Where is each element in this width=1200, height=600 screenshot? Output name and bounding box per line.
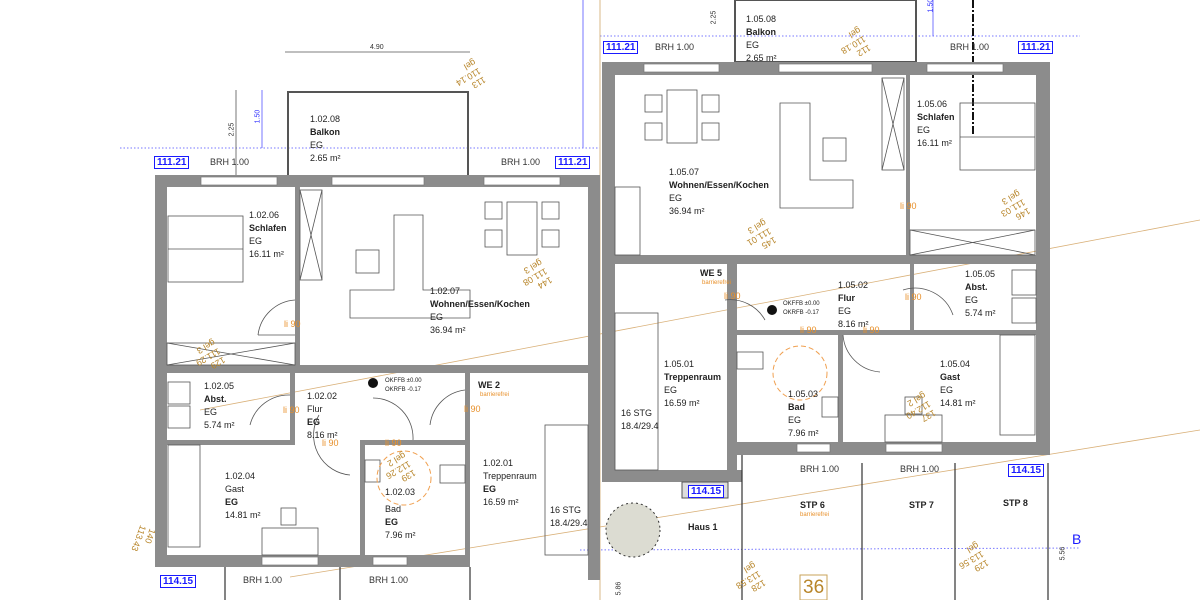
terrain-line bbox=[199, 219, 1200, 411]
elevation-marker: 111.21 bbox=[603, 41, 639, 54]
floor-reference: OKRFB -0.17 bbox=[783, 310, 820, 316]
floor-reference: OKFFB ±0.00 bbox=[385, 378, 422, 384]
building-label: Haus 1 bbox=[688, 522, 718, 532]
house-number: 36 bbox=[803, 577, 825, 598]
dimension-label: 2.25 bbox=[710, 10, 718, 25]
door-label: li 90 bbox=[284, 319, 301, 329]
sill-height: BRH 1.00 bbox=[210, 157, 250, 167]
house-number-box bbox=[799, 574, 828, 600]
windows-right bbox=[643, 63, 1004, 453]
dimension-label: 1.50 bbox=[254, 109, 262, 124]
unit-label: WE 2 bbox=[478, 380, 501, 390]
sill-height: BRH 1.00 bbox=[243, 575, 283, 585]
windows-left bbox=[200, 176, 561, 566]
unit-note: barrierefrei bbox=[480, 392, 510, 398]
sill-height: BRH 1.00 bbox=[800, 464, 840, 474]
door-label: li 90 bbox=[385, 438, 402, 448]
sill-height: BRH 1.00 bbox=[369, 575, 409, 585]
parking-note: barrierefrei bbox=[800, 512, 830, 518]
parking-dividers bbox=[224, 455, 1049, 600]
unit-note: barrierefrei bbox=[702, 280, 732, 286]
tree-icon bbox=[605, 502, 661, 558]
dimension-label: 2.25 bbox=[228, 122, 236, 137]
edge-label: B bbox=[1072, 531, 1082, 547]
dimension-label: 1.50 bbox=[927, 0, 935, 13]
floor-reference: OKRFB -0.17 bbox=[385, 387, 422, 393]
door-label: li 90 bbox=[800, 325, 817, 335]
elevation-marker: 114.15 bbox=[688, 485, 725, 498]
sill-height: BRH 1.00 bbox=[501, 157, 541, 167]
unit-label: WE 5 bbox=[700, 268, 723, 278]
elevation-marker: 114.15 bbox=[160, 575, 197, 588]
parking-label: STP 6 bbox=[800, 500, 825, 510]
door-label: li 90 bbox=[283, 405, 300, 415]
door-label: li 90 bbox=[863, 325, 880, 335]
floor-reference: OKFFB ±0.00 bbox=[783, 301, 820, 307]
dimension-label: 5.56 bbox=[1059, 546, 1067, 561]
reference-point-icon bbox=[368, 378, 378, 388]
parking-label: STP 7 bbox=[909, 500, 934, 510]
furniture bbox=[166, 77, 1037, 556]
sill-height: BRH 1.00 bbox=[950, 42, 990, 52]
elevation-marker: 111.21 bbox=[1018, 41, 1054, 54]
turning-circle bbox=[772, 345, 828, 401]
sill-height: BRH 1.00 bbox=[900, 464, 940, 474]
elevation-marker: 111.21 bbox=[154, 156, 190, 169]
elevation-marker: 114.15 bbox=[1008, 464, 1045, 477]
dimension-label: 4.90 bbox=[370, 44, 384, 51]
sill-height: BRH 1.00 bbox=[655, 42, 695, 52]
door-label: li 90 bbox=[464, 404, 481, 414]
elevation-marker: 111.21 bbox=[555, 156, 591, 169]
door-label: li 90 bbox=[900, 201, 917, 211]
parking-label: STP 8 bbox=[1003, 498, 1028, 508]
reference-point-icon bbox=[767, 305, 777, 315]
walls-left-unit bbox=[155, 175, 600, 580]
dimension-label: 5.86 bbox=[615, 581, 623, 596]
turning-circle bbox=[376, 450, 432, 506]
door-label: li 90 bbox=[724, 291, 741, 301]
door-label: li 90 bbox=[905, 292, 922, 302]
elevation-guide-line bbox=[579, 547, 1081, 551]
door-label: li 90 bbox=[322, 438, 339, 448]
